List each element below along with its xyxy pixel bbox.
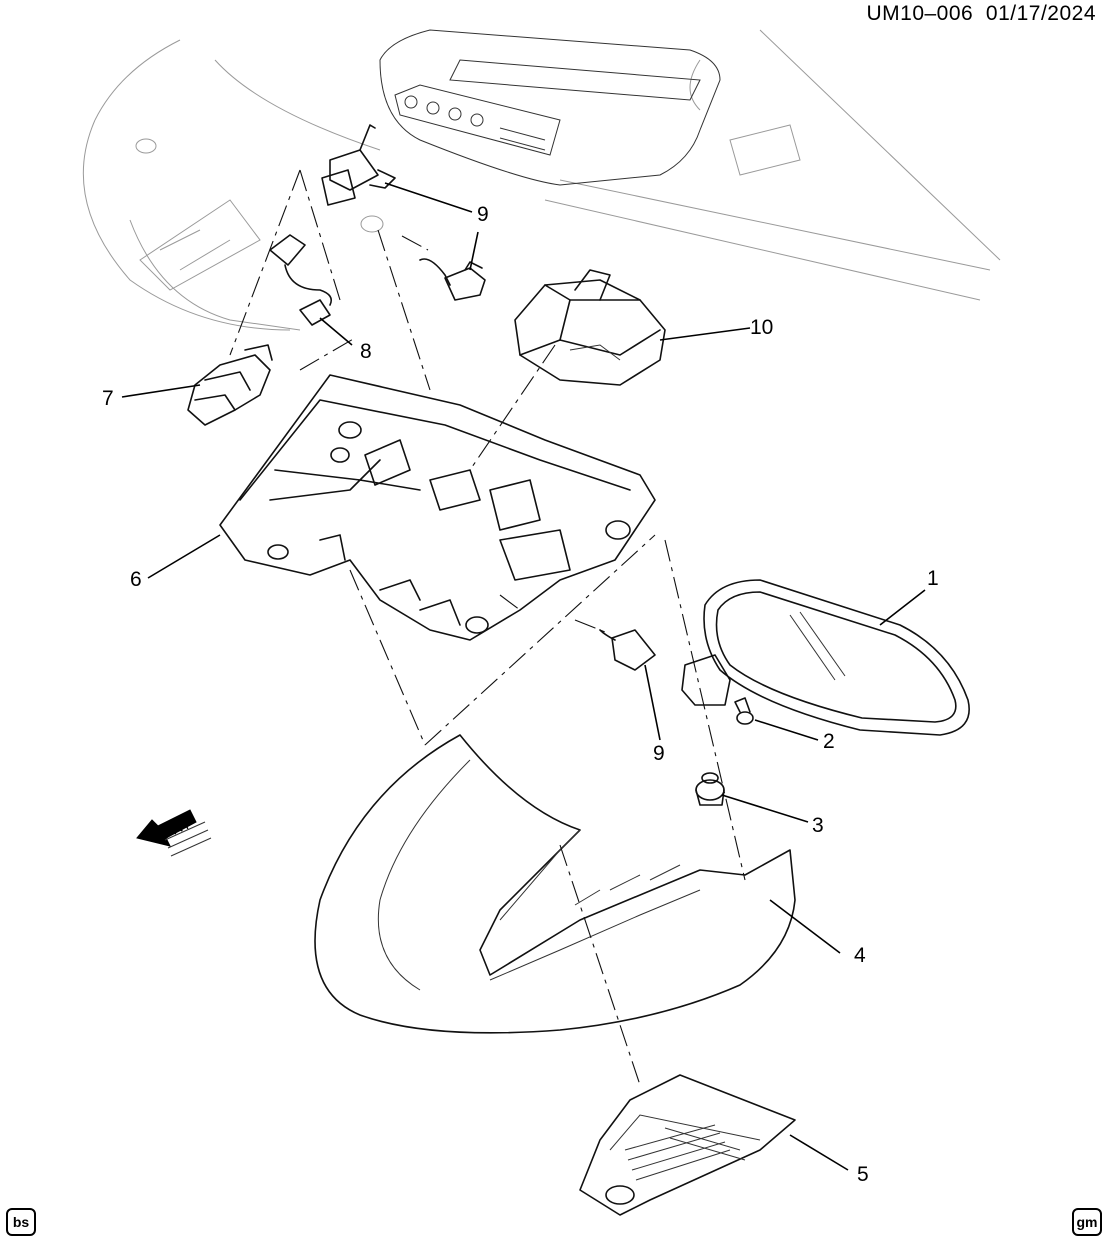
part-4-lower-cover: [314, 734, 796, 1034]
part-9-upper-connector: [321, 124, 396, 206]
callout-5: 5: [857, 1163, 869, 1186]
callout-labels: 1 2 3 4 5 6 7 8 9 9 10: [102, 203, 939, 1186]
callout-8: 8: [360, 340, 372, 363]
diagram-date: 01/17/2024: [985, 2, 1096, 25]
callout-3: 3: [812, 814, 824, 837]
callout-1: 1: [927, 567, 939, 590]
part-5-lens: [579, 1074, 796, 1216]
part-8-harness: [269, 234, 333, 326]
gm-logo-icon: gm: [1072, 1208, 1102, 1236]
part-9-lower-connector: [599, 629, 656, 671]
leader-lines: [121, 182, 926, 1171]
front-arrow-icon: [136, 809, 197, 847]
part-7-bracket: [187, 344, 273, 426]
callout-9-top: 9: [477, 203, 489, 226]
callout-10: 10: [750, 316, 773, 339]
callout-2: 2: [823, 730, 835, 753]
callout-7: 7: [102, 387, 114, 410]
diagram-header: UM10–006 01/17/2024: [866, 2, 1096, 26]
part-1-mirror: [681, 579, 970, 736]
bs-badge: bs: [6, 1208, 36, 1236]
alignment-lines: [229, 169, 746, 1086]
part-2-screw: [734, 697, 754, 725]
part-9-middle-connector: [419, 258, 486, 301]
diagram-id: UM10–006: [866, 2, 974, 25]
part-3-grommet: [695, 772, 725, 806]
headliner-background: [82, 29, 1001, 331]
front-indicator: FRT: [136, 809, 212, 857]
callout-4: 4: [854, 944, 866, 967]
part-6-console-frame: [219, 374, 656, 641]
callout-9-bottom: 9: [653, 742, 665, 765]
callout-6: 6: [130, 568, 142, 591]
part-10-module: [514, 269, 666, 386]
